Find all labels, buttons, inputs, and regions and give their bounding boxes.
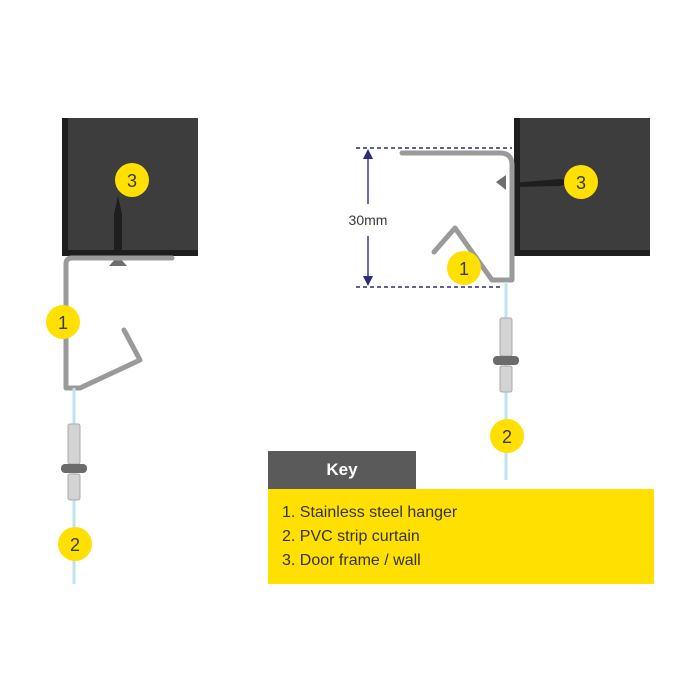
dimension-arrow-up [363, 149, 373, 159]
right-screw-head [496, 175, 506, 190]
right-hanger [399, 150, 515, 283]
key-list: 1. Stainless steel hanger 2. PVC strip c… [268, 489, 654, 584]
left-screw [114, 196, 122, 252]
left-strip-washer [61, 464, 87, 473]
key-item-hanger: 1. Stainless steel hanger [282, 504, 458, 521]
svg-text:3: 3 [576, 173, 586, 193]
right-strip-clamp-lower [499, 365, 513, 393]
right-door-frame-shadow-left [514, 118, 520, 256]
left-strip-clamp-upper [67, 423, 81, 465]
left-door-frame-shadow-left [62, 118, 68, 256]
left-strip-badge: 2 [58, 527, 92, 561]
svg-text:2: 2 [502, 427, 512, 447]
left-hanger [63, 255, 175, 391]
left-screw-head [109, 256, 127, 266]
right-frame-badge: 3 [564, 165, 598, 199]
right-strip-badge: 2 [490, 419, 524, 453]
left-strip-clamp-lower [67, 473, 81, 501]
svg-text:1: 1 [58, 313, 68, 333]
svg-text:2: 2 [70, 535, 80, 555]
left-hanger-badge: 1 [46, 305, 80, 339]
dimension-arrow-down [363, 276, 373, 286]
key-item-door-frame: 3. Door frame / wall [282, 552, 421, 569]
key-item-strip-curtain: 2. PVC strip curtain [282, 528, 420, 545]
svg-text:3: 3 [127, 171, 137, 191]
right-screw [512, 179, 574, 187]
dimension-label: 30mm [349, 212, 388, 228]
left-door-frame-shadow-bottom [62, 250, 198, 256]
right-strip-clamp-upper [499, 317, 513, 357]
svg-text:1: 1 [459, 259, 469, 279]
key-title: Key [268, 451, 416, 489]
right-hanger-badge: 1 [447, 251, 481, 285]
left-frame-badge: 3 [115, 163, 149, 197]
right-door-frame-shadow-bottom [514, 250, 650, 256]
right-strip-washer [493, 356, 519, 365]
